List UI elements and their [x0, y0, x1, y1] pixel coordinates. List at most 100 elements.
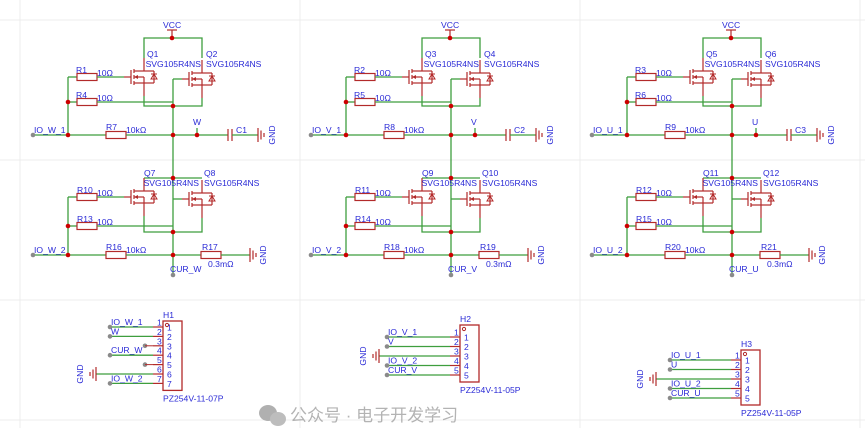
- resistor-body[interactable]: [759, 250, 781, 260]
- mosfet-symbol[interactable]: [402, 178, 436, 216]
- resistor-body[interactable]: [105, 250, 127, 260]
- net-port: [667, 386, 673, 391]
- junction-dot: [169, 35, 175, 41]
- resistor-ref: R4: [76, 90, 87, 100]
- mosfet-symbol[interactable]: [182, 180, 216, 218]
- resistor-body[interactable]: [664, 130, 686, 140]
- mosfet-symbol[interactable]: [124, 58, 158, 96]
- mosfet-symbol[interactable]: [402, 58, 436, 96]
- resistor-ref: R12: [636, 185, 652, 195]
- pin-number-outer: 3: [454, 347, 459, 357]
- net-port: [448, 272, 454, 278]
- pin-net-label: IO_V_1: [388, 327, 417, 337]
- resistor-value: 10kΩ: [404, 245, 425, 255]
- pin-net-label: V: [388, 337, 394, 347]
- junction-dot: [343, 99, 349, 105]
- mosfet-part: SVG105R4NS: [484, 59, 540, 69]
- net-port: [589, 132, 595, 138]
- vcc-label: VCC: [163, 20, 181, 30]
- net-label-io1: IO_U_1: [593, 125, 623, 135]
- resistor-body[interactable]: [383, 250, 405, 260]
- resistor-value: 10kΩ: [685, 245, 706, 255]
- resistor[interactable]: [478, 250, 500, 260]
- mosfet-symbol[interactable]: [460, 60, 494, 98]
- connector-body[interactable]: [459, 324, 480, 383]
- mosfet-symbol[interactable]: [683, 58, 717, 96]
- resistor-value: 10Ω: [656, 188, 673, 198]
- pin-net-label: W: [111, 326, 120, 336]
- resistor-ref: R3: [635, 65, 646, 75]
- junction-dot: [448, 252, 454, 258]
- junction-dot: [194, 132, 200, 138]
- resistor-value: 10kΩ: [404, 125, 425, 135]
- resistor-body[interactable]: [478, 250, 500, 260]
- net-port: [170, 272, 176, 278]
- resistor-body[interactable]: [200, 250, 222, 260]
- mosfet-part: SVG105R4NS: [703, 178, 759, 188]
- resistor-value: 0.3mΩ: [208, 259, 234, 269]
- resistor[interactable]: [200, 250, 222, 260]
- net-port: [667, 367, 673, 372]
- resistor-ref: R20: [665, 242, 681, 252]
- resistor[interactable]: [664, 250, 686, 260]
- connector-body[interactable]: [162, 320, 183, 392]
- watermark: 公众号 · 电子开发学习: [259, 405, 458, 426]
- pin-number: 2: [745, 365, 750, 375]
- junction-dot: [624, 252, 630, 258]
- mosfet-symbol[interactable]: [460, 180, 494, 218]
- resistor-body[interactable]: [664, 250, 686, 260]
- net-port: [107, 334, 113, 339]
- gnd-label: GND: [635, 369, 645, 388]
- net-port: [107, 324, 113, 330]
- pin-number-outer: 2: [454, 337, 459, 347]
- mosfet-symbol[interactable]: [182, 60, 216, 98]
- resistor-ref: R7: [106, 122, 117, 132]
- mosfet-symbol[interactable]: [741, 180, 775, 218]
- pin-number: 4: [464, 361, 469, 371]
- net-label-io1: IO_V_1: [312, 125, 341, 135]
- resistor[interactable]: [105, 250, 127, 260]
- resistor[interactable]: [383, 130, 405, 140]
- pin-net-label: CUR_U: [671, 388, 701, 398]
- pin-number-outer: 5: [157, 355, 162, 365]
- resistor-value: 10kΩ: [126, 245, 147, 255]
- pin-number: 3: [464, 352, 469, 362]
- capacitor-ref: C2: [514, 125, 525, 135]
- junction-dot: [65, 99, 71, 105]
- mosfet-ref: Q6: [765, 49, 777, 59]
- mosfet-ref: Q11: [703, 168, 719, 178]
- pin-number-outer: 4: [454, 356, 459, 366]
- resistor-body[interactable]: [383, 130, 405, 140]
- mosfet-symbol[interactable]: [683, 178, 717, 216]
- resistor-value: 10Ω: [656, 93, 673, 103]
- resistor[interactable]: [759, 250, 781, 260]
- resistor[interactable]: [105, 130, 127, 140]
- wechat-icon: [259, 405, 286, 426]
- gnd-label: GND: [817, 245, 827, 264]
- resistor[interactable]: [664, 130, 686, 140]
- resistor-value: 10Ω: [375, 68, 392, 78]
- mosfet-ref: Q4: [484, 49, 496, 59]
- junction-dot: [728, 35, 734, 41]
- mosfet-part: SVG105R4NS: [763, 178, 819, 188]
- mosfet-symbol[interactable]: [124, 178, 158, 216]
- pin-number: 5: [167, 360, 172, 370]
- mosfet-symbol[interactable]: [741, 60, 775, 98]
- resistor-body[interactable]: [105, 130, 127, 140]
- net-label-current: CUR_V: [448, 264, 477, 274]
- gnd-label: GND: [75, 364, 85, 383]
- resistor[interactable]: [383, 250, 405, 260]
- net-port: [107, 381, 113, 386]
- pin-number-outer: 5: [735, 389, 740, 399]
- connector-body[interactable]: [740, 349, 761, 406]
- resistor-value: 10Ω: [97, 217, 114, 227]
- gnd-symbol: GND: [75, 364, 97, 384]
- connector-ref: H1: [163, 310, 174, 320]
